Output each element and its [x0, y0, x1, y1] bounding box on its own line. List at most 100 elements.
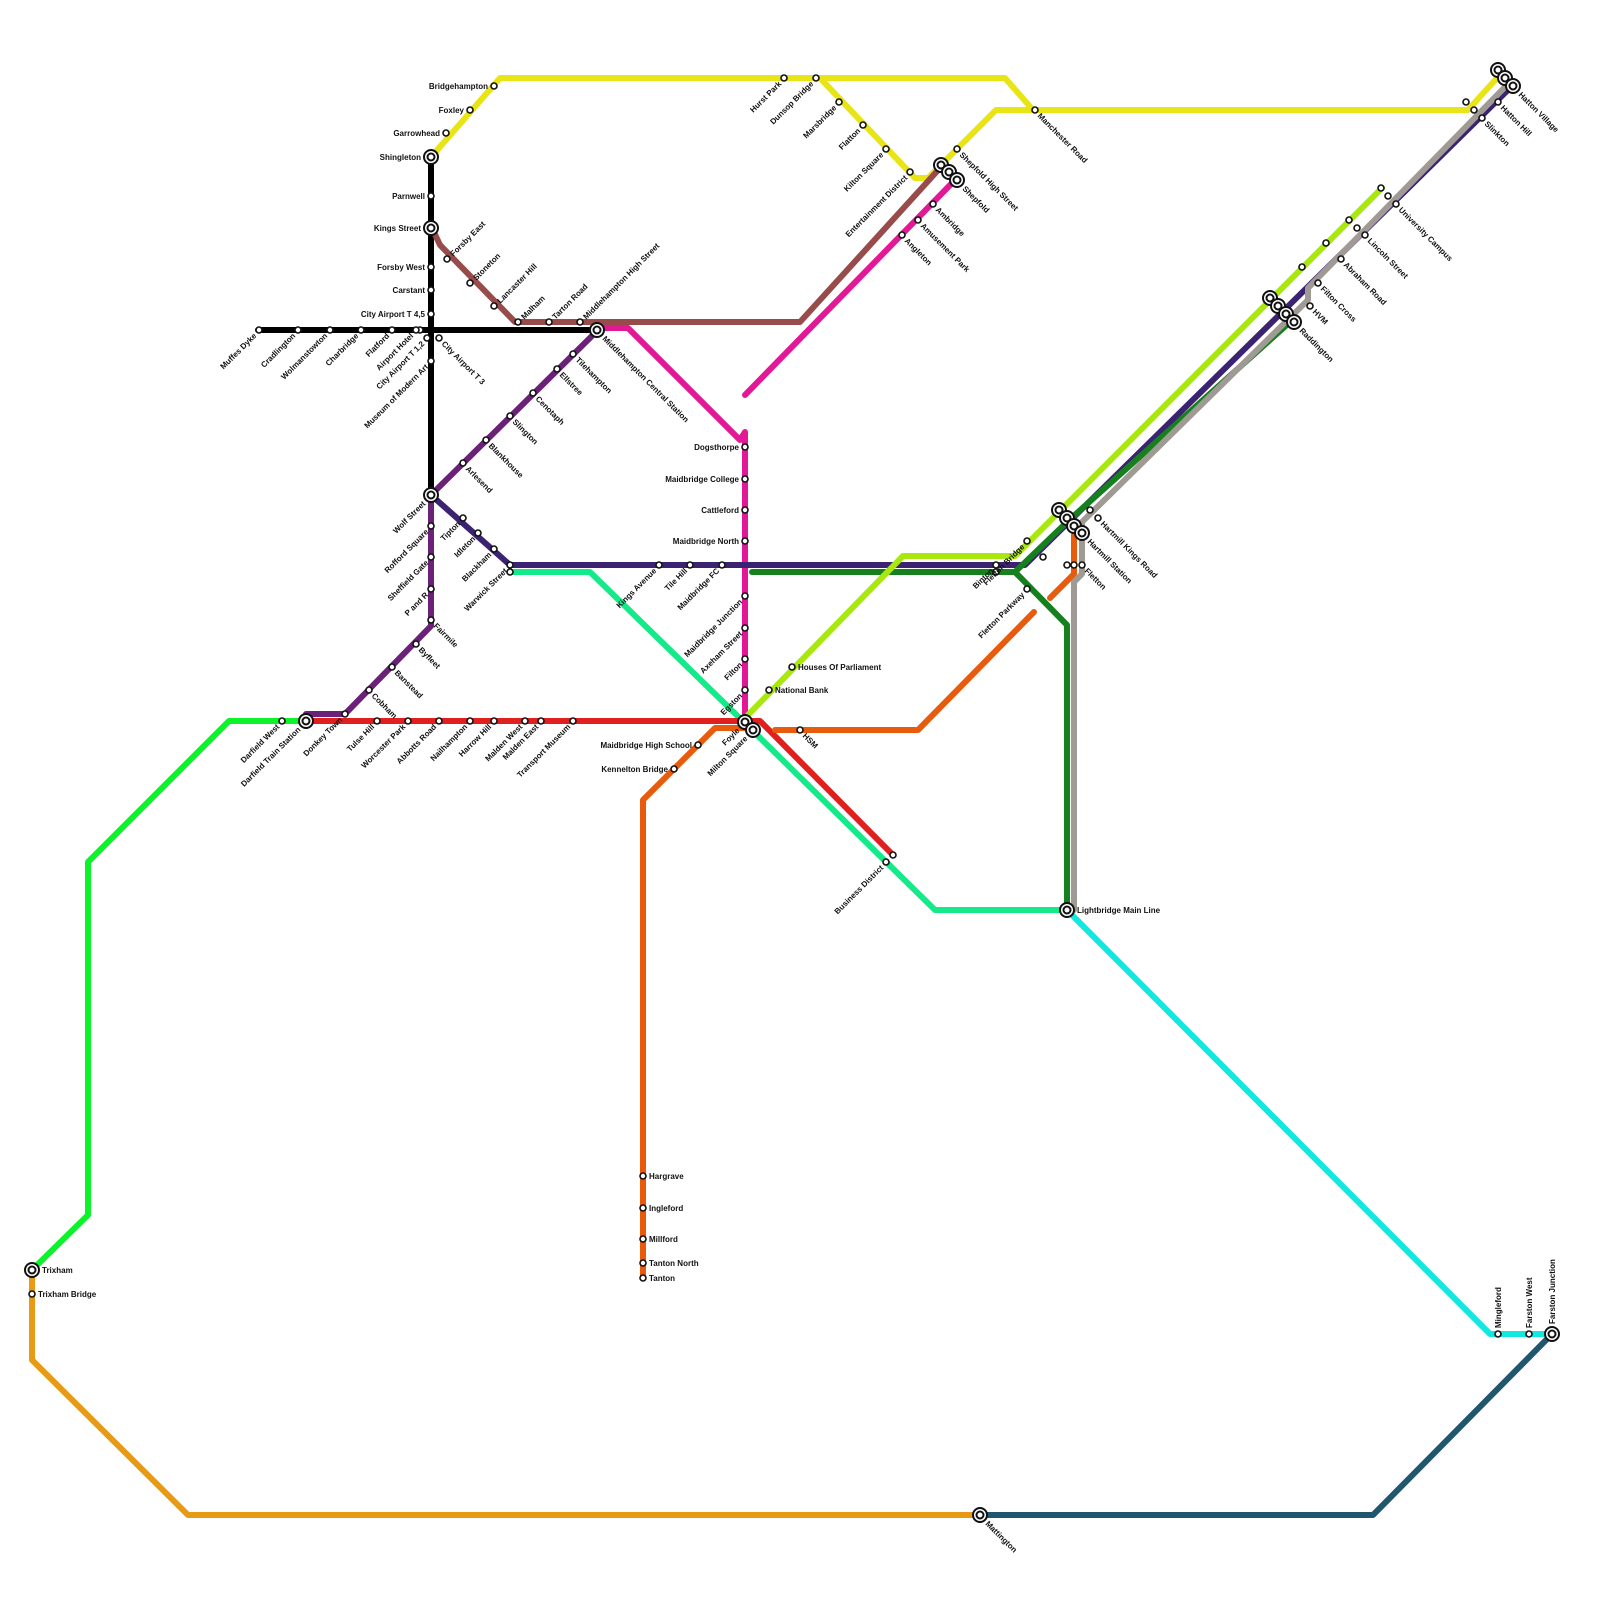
- station-hurst_park-marker[interactable]: [780, 74, 788, 82]
- station-lincoln_street-marker[interactable]: [1361, 231, 1369, 239]
- station-tanton_north-marker[interactable]: [639, 1259, 647, 1267]
- station-arlesend-marker[interactable]: [459, 459, 467, 467]
- station-malden_east-marker[interactable]: [537, 717, 545, 725]
- station-marsbridge-marker[interactable]: [835, 98, 843, 106]
- station-dot-9-marker[interactable]: [1039, 553, 1047, 561]
- station-donkey_town-marker[interactable]: [341, 710, 349, 718]
- station-city_airport_t45-marker[interactable]: [427, 310, 435, 318]
- station-tipton-marker[interactable]: [459, 514, 467, 522]
- station-business_district-marker[interactable]: [882, 858, 890, 866]
- station-amusement_park-marker[interactable]: [914, 216, 922, 224]
- station-houses_parliament-marker[interactable]: [788, 663, 796, 671]
- station-idleton-marker[interactable]: [474, 529, 482, 537]
- station-tulse_hill-marker[interactable]: [373, 717, 381, 725]
- station-egston-marker[interactable]: [741, 686, 749, 694]
- station-fairmile-marker[interactable]: [427, 616, 435, 624]
- station-rofford_square-marker[interactable]: [427, 522, 435, 530]
- station-ingleford-marker[interactable]: [639, 1204, 647, 1212]
- station-cradlington-marker[interactable]: [294, 326, 302, 334]
- station-carstant-marker[interactable]: [427, 286, 435, 294]
- station-maidbridge_college-marker[interactable]: [741, 475, 749, 483]
- station-middlehampton_high_street-marker[interactable]: [576, 318, 584, 326]
- station-maidbridge_fc-marker[interactable]: [718, 561, 726, 569]
- station-muffes_dyke-marker[interactable]: [255, 326, 263, 334]
- station-worcester_park-marker[interactable]: [404, 717, 412, 725]
- station-maidbridge_north-marker[interactable]: [741, 537, 749, 545]
- station-dot-0-marker[interactable]: [1462, 98, 1470, 106]
- station-slinkton-marker[interactable]: [1478, 114, 1486, 122]
- station-hargrave-marker[interactable]: [639, 1172, 647, 1180]
- station-fletton-marker[interactable]: [1078, 561, 1086, 569]
- station-city_airport_t12-marker[interactable]: [423, 334, 431, 342]
- station-harrow_hill-marker[interactable]: [490, 717, 498, 725]
- station-dot-5-marker[interactable]: [1353, 224, 1361, 232]
- station-tilehampton-marker[interactable]: [569, 350, 577, 358]
- station-hatton_hill-marker[interactable]: [1494, 98, 1502, 106]
- station-wolmanstowton-marker[interactable]: [326, 326, 334, 334]
- station-dot-11-marker[interactable]: [1063, 561, 1071, 569]
- station-kings_avenue-marker[interactable]: [655, 561, 663, 569]
- station-dot-10-marker[interactable]: [992, 568, 1000, 576]
- station-fletton_bridge-marker[interactable]: [1023, 537, 1031, 545]
- station-warwick_street-marker[interactable]: [506, 561, 514, 569]
- station-banstead-marker[interactable]: [388, 663, 396, 671]
- station-abbotts_road-marker[interactable]: [435, 717, 443, 725]
- station-parnwell-marker[interactable]: [427, 192, 435, 200]
- station-maidbridge_high_school-marker[interactable]: [694, 741, 702, 749]
- station-byfleet-marker[interactable]: [412, 640, 420, 648]
- station-dot-1-marker[interactable]: [1470, 106, 1478, 114]
- station-angleton-marker[interactable]: [898, 231, 906, 239]
- station-tarton_road-marker[interactable]: [545, 318, 553, 326]
- station-ellstree-marker[interactable]: [553, 365, 561, 373]
- station-maidbridge_junction-marker[interactable]: [741, 592, 749, 600]
- station-ambridge-marker[interactable]: [929, 200, 937, 208]
- station-garrowhead-marker[interactable]: [442, 129, 450, 137]
- station-malden_west-marker[interactable]: [521, 717, 529, 725]
- station-flatford-marker[interactable]: [388, 326, 396, 334]
- station-darfield_west-marker[interactable]: [278, 717, 286, 725]
- station-blackham-marker[interactable]: [490, 545, 498, 553]
- station-tile_hill-marker[interactable]: [686, 561, 694, 569]
- station-sheffield_gate-marker[interactable]: [427, 553, 435, 561]
- station-malham-marker[interactable]: [514, 318, 522, 326]
- station-filton-marker[interactable]: [741, 655, 749, 663]
- station-filton_cross-marker[interactable]: [1314, 279, 1322, 287]
- station-p_and_r-marker[interactable]: [427, 585, 435, 593]
- station-hartmill_kings_road-marker[interactable]: [1094, 514, 1102, 522]
- station-kilton_square-marker[interactable]: [882, 145, 890, 153]
- station-dunsop_bridge-marker[interactable]: [812, 74, 820, 82]
- station-farston_west-marker[interactable]: [1525, 1330, 1533, 1338]
- station-shepfold_high_street-marker[interactable]: [953, 145, 961, 153]
- station-entertainment_district-marker[interactable]: [906, 168, 914, 176]
- station-fletton_parkway-marker[interactable]: [1023, 585, 1031, 593]
- station-cenotaph-marker[interactable]: [529, 389, 537, 397]
- station-hsm-marker[interactable]: [796, 726, 804, 734]
- station-transport_museum-marker[interactable]: [569, 717, 577, 725]
- station-mingleford-marker[interactable]: [1494, 1330, 1502, 1338]
- station-dot-8-marker[interactable]: [1086, 506, 1094, 514]
- station-trixham_bridge-marker[interactable]: [28, 1290, 36, 1298]
- station-dot-4-marker[interactable]: [1345, 216, 1353, 224]
- station-forsby_east-marker[interactable]: [443, 255, 451, 263]
- station-manchester_road-marker[interactable]: [1031, 106, 1039, 114]
- station-dot-3-marker[interactable]: [1384, 192, 1392, 200]
- station-airport_hotel-marker[interactable]: [412, 326, 420, 334]
- station-charbridge-marker[interactable]: [357, 326, 365, 334]
- station-abraham_road-marker[interactable]: [1337, 255, 1345, 263]
- station-axeham_street-marker[interactable]: [741, 624, 749, 632]
- station-millford-marker[interactable]: [639, 1235, 647, 1243]
- station-slington-marker[interactable]: [506, 412, 514, 420]
- station-foxley-marker[interactable]: [466, 106, 474, 114]
- station-dot-2-marker[interactable]: [1377, 184, 1385, 192]
- station-hvm-marker[interactable]: [1306, 302, 1314, 310]
- station-dot-24-marker[interactable]: [506, 568, 514, 576]
- station-tanton-marker[interactable]: [639, 1274, 647, 1282]
- station-flatton-marker[interactable]: [859, 121, 867, 129]
- station-national_bank-marker[interactable]: [765, 686, 773, 694]
- station-dogsthorpe-marker[interactable]: [741, 443, 749, 451]
- station-dot-7-marker[interactable]: [1298, 263, 1306, 271]
- station-lancaster_hill-marker[interactable]: [490, 302, 498, 310]
- station-bridgehampton-marker[interactable]: [490, 82, 498, 90]
- station-nailhampton-marker[interactable]: [466, 717, 474, 725]
- station-kennelton_bridge-marker[interactable]: [670, 765, 678, 773]
